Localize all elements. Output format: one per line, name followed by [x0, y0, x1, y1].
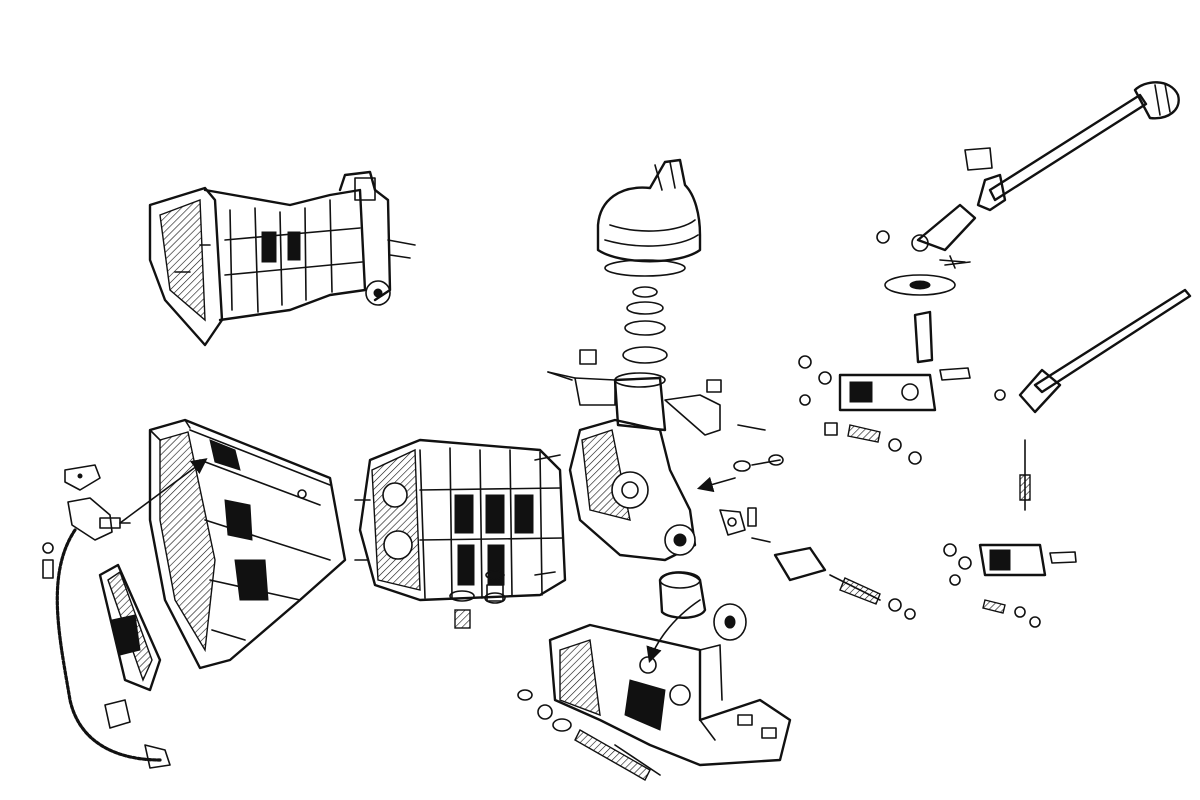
drain-plug [449, 570, 506, 629]
housing-arrow [696, 476, 736, 493]
mounting-rubber [658, 571, 747, 641]
speedometer-drive [719, 507, 916, 620]
gear-lever-gaiter [596, 158, 702, 364]
loose-bolts [547, 261, 971, 472]
switch-bracket [64, 464, 101, 491]
gearbox-main-casing [354, 438, 567, 602]
bellhousing [148, 418, 347, 670]
assembled-gearbox [148, 170, 416, 347]
reverse-light-switch [67, 497, 131, 541]
selector-lever-assembly [798, 310, 971, 465]
selector-rod [943, 288, 1192, 628]
wiring-lead [42, 528, 171, 769]
remote-control-housing [547, 349, 722, 562]
clutch-cover-plate [98, 563, 162, 692]
gear-lever-knob [1133, 81, 1180, 120]
gear-lever [876, 93, 1148, 296]
mounting-arrow [646, 599, 701, 664]
gearbox-rear-mounting [517, 623, 792, 781]
switch-arrow [119, 458, 208, 524]
